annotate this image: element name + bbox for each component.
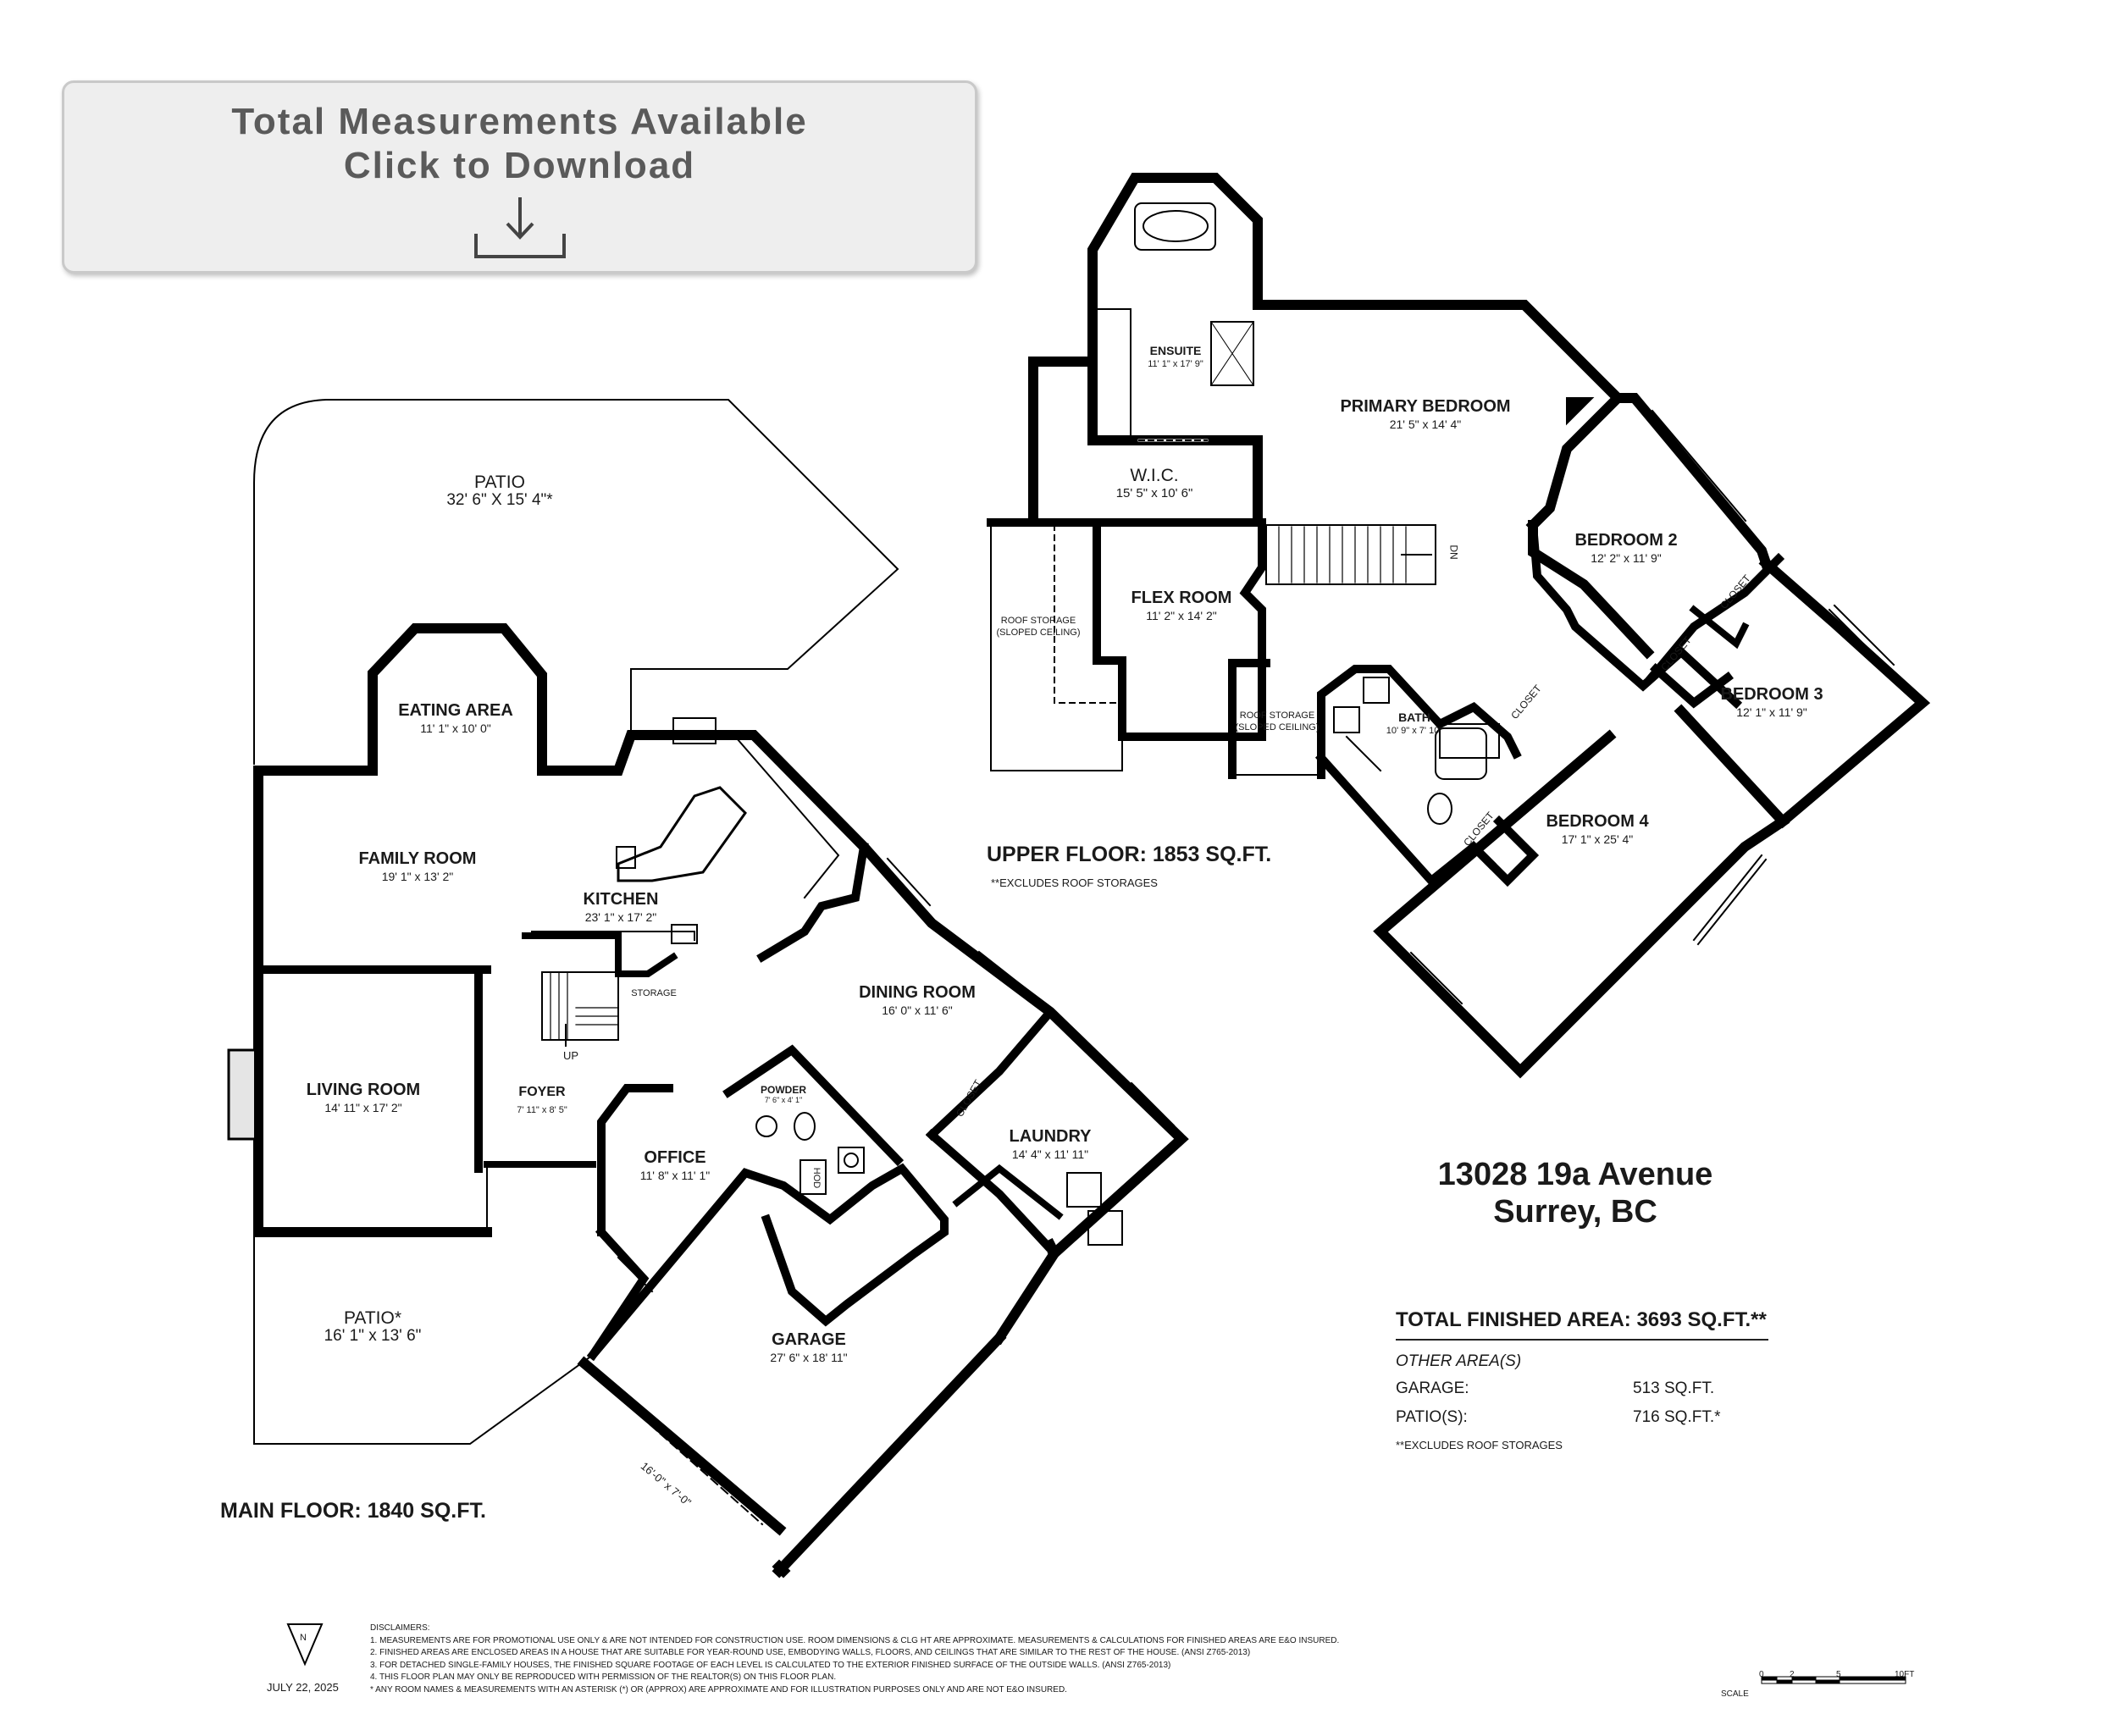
room-powder: POWDER 7' 6" x 4' 1" bbox=[761, 1084, 806, 1104]
disclaimer-line: * ANY ROOM NAMES & MEASUREMENTS WITH AN … bbox=[370, 1684, 1067, 1695]
other-areas-heading: OTHER AREA(S) bbox=[1396, 1352, 1522, 1370]
room-primary-bedroom: PRIMARY BEDROOM 21' 5" x 14' 4" bbox=[1340, 397, 1511, 431]
area-summary: TOTAL FINISHED AREA: 3693 SQ.FT.** OTHER… bbox=[1396, 1308, 1768, 1451]
patio-area-row: PATIO(S): 716 SQ.FT.* bbox=[1396, 1408, 1768, 1429]
main-floor-walls bbox=[227, 399, 1189, 1578]
summary-footnote: **EXCLUDES ROOF STORAGES bbox=[1396, 1439, 1563, 1451]
room-garage: GARAGE 27' 6" x 18' 11" bbox=[770, 1330, 848, 1364]
compass-letter: N bbox=[300, 1633, 307, 1643]
room-living-room: LIVING ROOM 14' 11" x 17' 2" bbox=[306, 1081, 421, 1114]
upper-floor-total: UPPER FLOOR: 1853 SQ.FT. bbox=[987, 843, 1272, 866]
garage-area-value: 513 SQ.FT. bbox=[1633, 1379, 1715, 1397]
scale-tick: 2 bbox=[1790, 1670, 1795, 1679]
scale-bar bbox=[1761, 1676, 1906, 1684]
room-family-room: FAMILY ROOM 19' 1" x 13' 2" bbox=[358, 849, 477, 883]
room-office: OFFICE 11' 8" x 11' 1" bbox=[639, 1148, 711, 1182]
property-address: 13028 19a Avenue Surrey, BC bbox=[1419, 1156, 1732, 1230]
scale-tick: 0 bbox=[1759, 1670, 1764, 1679]
patio-area-value: 716 SQ.FT.* bbox=[1633, 1408, 1721, 1426]
room-patio-top: PATIO 32' 6" X 15' 4"* bbox=[446, 473, 553, 509]
label-storage: STORAGE bbox=[631, 988, 677, 998]
address-street: 13028 19a Avenue bbox=[1437, 1157, 1713, 1192]
room-wic: W.I.C. 15' 5" x 10' 6" bbox=[1115, 466, 1193, 500]
download-measurements-button[interactable]: Total Measurements Available Click to Do… bbox=[62, 80, 977, 274]
download-arrow-icon bbox=[473, 197, 566, 258]
upper-floor-walls bbox=[987, 173, 1931, 1079]
room-bedroom-2: BEDROOM 2 12' 2" x 11' 9" bbox=[1574, 531, 1678, 565]
garage-area-row: GARAGE: 513 SQ.FT. bbox=[1396, 1379, 1768, 1400]
banner-subtitle: Click to Download bbox=[343, 145, 696, 186]
garage-area-label: GARAGE: bbox=[1396, 1379, 1469, 1397]
address-city: Surrey, BC bbox=[1493, 1194, 1657, 1230]
room-dining-room: DINING ROOM 16' 0" x 11' 6" bbox=[859, 983, 976, 1017]
room-foyer: FOYER 7' 11" x 8' 5" bbox=[517, 1085, 567, 1115]
room-flex-room: FLEX ROOM 11' 2" x 14' 2" bbox=[1131, 589, 1232, 622]
label-hod: HOD bbox=[811, 1167, 822, 1189]
plan-date: JULY 22, 2025 bbox=[267, 1681, 339, 1694]
disclaimer-line: 3. FOR DETACHED SINGLE-FAMILY HOUSES, TH… bbox=[370, 1660, 1171, 1670]
disclaimer-line: 4. THIS FLOOR PLAN MAY ONLY BE REPRODUCE… bbox=[370, 1672, 837, 1682]
room-bath: BATH 10' 9" x 7' 10" bbox=[1386, 710, 1443, 736]
room-laundry: LAUNDRY 14' 4" x 11' 11" bbox=[1009, 1127, 1092, 1161]
disclaimers: DISCLAIMERS: 1. MEASUREMENTS ARE FOR PRO… bbox=[370, 1623, 1339, 1696]
scale-tick: 5 bbox=[1836, 1670, 1841, 1679]
label-stairs-dn: DN bbox=[1447, 545, 1460, 560]
room-ensuite: ENSUITE 11' 1" x 17' 9" bbox=[1148, 344, 1203, 369]
room-patio-bottom: PATIO* 16' 1" x 13' 6" bbox=[324, 1308, 422, 1345]
room-roof-storage-left: ROOF STORAGE (SLOPED CEILING) bbox=[996, 616, 1081, 638]
room-kitchen: KITCHEN 23' 1" x 17' 2" bbox=[583, 890, 659, 924]
room-roof-storage-right: ROOF STORAGE (SLOPED CEILING) bbox=[1235, 710, 1320, 733]
disclaimer-line: 2. FINISHED AREAS ARE ENCLOSED AREAS IN … bbox=[370, 1648, 1251, 1657]
north-arrow-icon bbox=[286, 1623, 324, 1667]
room-bedroom-3: BEDROOM 3 12' 1" x 11' 9" bbox=[1720, 685, 1823, 719]
banner-title: Total Measurements Available bbox=[231, 101, 808, 142]
main-floor-total: MAIN FLOOR: 1840 SQ.FT. bbox=[220, 1499, 486, 1523]
disclaimer-line: DISCLAIMERS: bbox=[370, 1623, 430, 1633]
total-finished-area: TOTAL FINISHED AREA: 3693 SQ.FT.** bbox=[1396, 1308, 1768, 1341]
scale-tick: 10FT bbox=[1895, 1670, 1915, 1679]
room-bedroom-4: BEDROOM 4 17' 1" x 25' 4" bbox=[1546, 812, 1649, 846]
disclaimer-line: 1. MEASUREMENTS ARE FOR PROMOTIONAL USE … bbox=[370, 1635, 1340, 1645]
room-eating-area: EATING AREA 11' 1" x 10' 0" bbox=[398, 701, 513, 735]
scale-label: SCALE bbox=[1721, 1689, 1749, 1699]
label-stairs-up: UP bbox=[562, 1049, 579, 1062]
upper-floor-note: **EXCLUDES ROOF STORAGES bbox=[991, 876, 1158, 889]
patio-area-label: PATIO(S): bbox=[1396, 1408, 1468, 1426]
